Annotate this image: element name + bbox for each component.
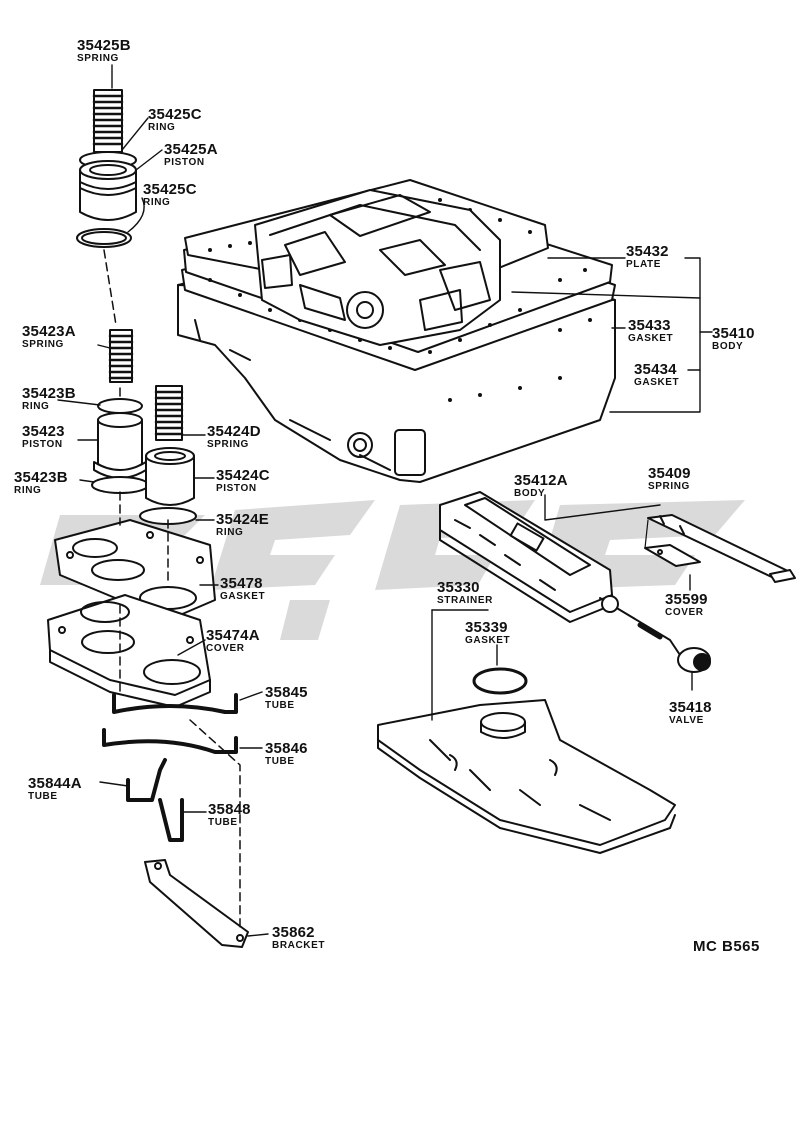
piston-35424c-icon — [145, 447, 195, 506]
spring-35424d-icon — [154, 385, 184, 441]
ring-35423b-lower-icon — [91, 476, 149, 494]
tube-35846-icon — [102, 728, 238, 754]
bracket-35862-icon — [144, 859, 249, 948]
tube-35844a-icon — [126, 758, 167, 802]
cover-35599-icon — [644, 544, 701, 567]
piston-35423-icon — [93, 412, 147, 479]
tube-35845-icon — [112, 693, 238, 714]
cover-35474a-icon — [47, 594, 211, 708]
gasket-35339-icon — [472, 667, 528, 695]
spring-35423a-icon — [108, 329, 134, 383]
gasket-35478-icon — [54, 519, 216, 616]
figure-code: MC B565 — [693, 938, 760, 955]
ring-35423b-upper-icon — [97, 398, 143, 414]
strainer-35330-icon — [377, 699, 676, 854]
tube-35848-icon — [158, 798, 184, 842]
piston-35425a-icon — [79, 160, 137, 221]
valve-35418-icon — [599, 595, 711, 673]
valve-body-35410-icon — [177, 179, 616, 483]
spring-35425b-icon — [92, 89, 124, 153]
spring-35409-icon — [647, 514, 796, 583]
